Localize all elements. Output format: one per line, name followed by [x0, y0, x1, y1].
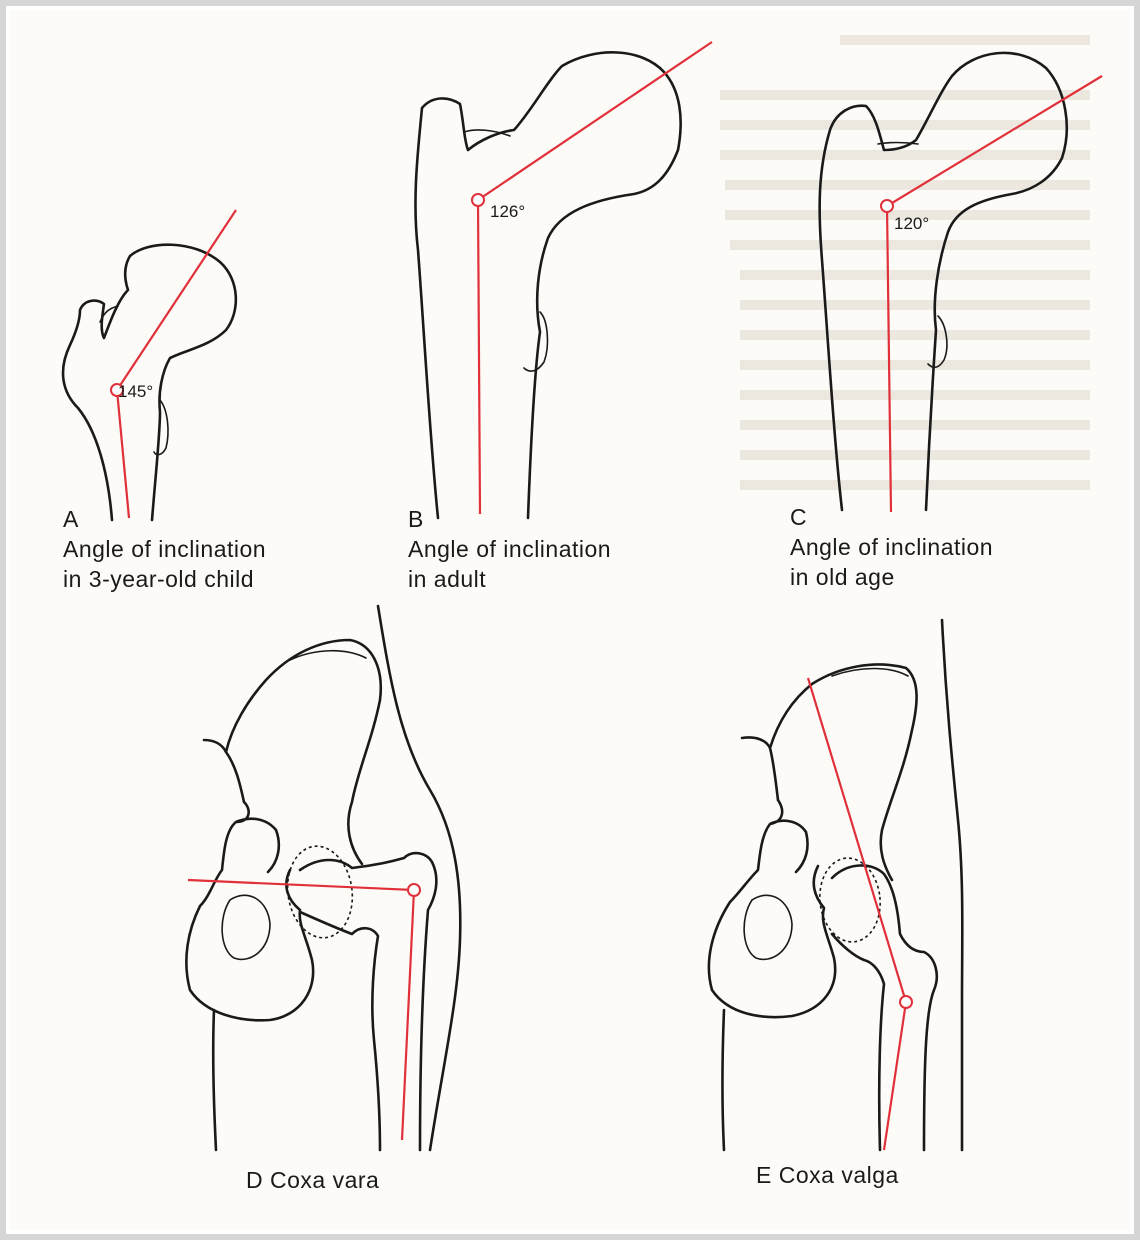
hip-d-neck-axis — [188, 880, 414, 890]
femur-c-vertex — [881, 200, 893, 212]
figure-a-caption-line2: in 3-year-old child — [63, 564, 254, 594]
femur-a-trochanter — [154, 400, 168, 455]
femur-a — [63, 210, 236, 520]
hip-e-shaft-axis — [884, 1002, 906, 1150]
hip-d-vertex — [408, 884, 420, 896]
hip-e-ilium — [742, 665, 917, 880]
figure-c-letter: C — [790, 502, 807, 532]
hip-d — [186, 606, 460, 1150]
femur-b-outline — [415, 52, 680, 518]
hip-d-thigh-contour — [213, 1010, 216, 1150]
figure-e-caption: E Coxa valga — [756, 1160, 899, 1190]
figure-b-letter: B — [408, 504, 424, 534]
figure-a-letter: A — [63, 504, 79, 534]
figure-a-caption-line1: Angle of inclination — [63, 534, 266, 564]
hip-e-vertex — [900, 996, 912, 1008]
hip-e-ischium — [709, 800, 835, 1017]
femur-b-vertex — [472, 194, 484, 206]
femur-c-angle-label: 120° — [894, 214, 929, 234]
hip-e — [709, 620, 962, 1150]
femur-a-angle-label: 145° — [118, 382, 153, 402]
background-ghost-text — [720, 40, 1090, 485]
femur-c-shaft-axis — [887, 206, 891, 512]
hip-e-neck-axis — [808, 678, 906, 1002]
figure-d-caption: D Coxa vara — [246, 1165, 379, 1195]
femur-b-angle-label: 126° — [490, 202, 525, 222]
hip-d-acetabulum — [282, 842, 358, 942]
hip-d-ischium — [186, 802, 313, 1020]
femur-a-neck-axis — [117, 210, 236, 390]
hip-d-femoral-head-neck — [300, 853, 436, 1150]
femur-b — [415, 42, 712, 518]
hip-e-femoral-head-neck — [832, 865, 937, 1150]
figure-b-caption-line1: Angle of inclination — [408, 534, 611, 564]
hip-d-shaft-axis — [402, 890, 414, 1140]
femur-b-neck-axis — [478, 42, 712, 200]
hip-d-body-contour — [378, 606, 460, 1150]
figure-c-caption-line1: Angle of inclination — [790, 532, 993, 562]
femur-c-fovea — [878, 143, 918, 145]
figure-b-caption-line2: in adult — [408, 564, 486, 594]
femur-b-shaft-axis — [478, 200, 480, 514]
hip-e-body-contour — [942, 620, 962, 1150]
figure-c-caption-line2: in old age — [790, 562, 895, 592]
hip-e-obturator — [744, 895, 792, 959]
femur-a-shaft-axis — [117, 390, 129, 518]
hip-d-obturator — [222, 895, 270, 959]
hip-e-thigh-contour — [723, 1010, 725, 1150]
femur-c-trochanter — [928, 316, 947, 367]
